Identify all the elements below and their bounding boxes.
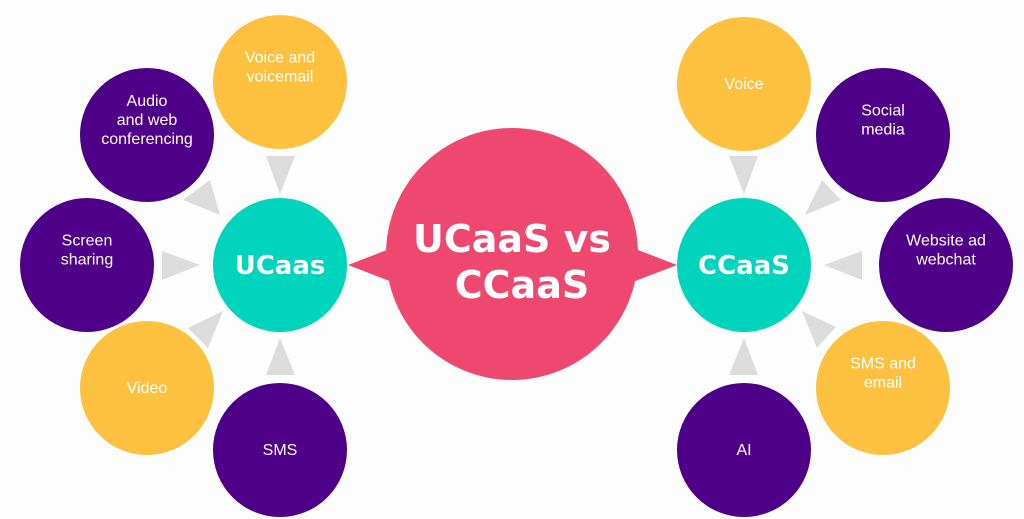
node-label: voicemail xyxy=(247,69,314,86)
node-circle xyxy=(816,68,950,202)
node-circle xyxy=(677,383,811,517)
node-label: SMS xyxy=(263,442,298,459)
right-node: AI xyxy=(677,383,811,517)
node-circle xyxy=(879,198,1013,332)
left-arrow-icon xyxy=(162,251,200,280)
left-arrow-icon xyxy=(183,180,220,215)
node-label: conferencing xyxy=(101,131,193,148)
node-label: Voice and xyxy=(245,50,315,67)
node-label: Voice xyxy=(724,76,763,93)
left-arrow-icon xyxy=(266,338,295,375)
right-node: Voice xyxy=(677,17,811,151)
pointer-right xyxy=(625,245,677,285)
right-arrow-icon xyxy=(802,311,836,348)
right-arrow-icon xyxy=(824,251,862,280)
node-label: Website ad xyxy=(906,233,986,250)
right-arrow-icon xyxy=(805,180,841,215)
node-circle xyxy=(20,198,154,332)
center-title-bubble: UCaaS vs CCaaS xyxy=(348,128,677,380)
right-node: Social media xyxy=(816,68,950,202)
left-arrow-icon xyxy=(188,311,223,348)
node-label: Audio xyxy=(127,93,168,110)
right-node: Website ad webchat xyxy=(879,198,1013,332)
node-circle xyxy=(80,321,214,455)
node-circle xyxy=(816,321,950,455)
node-label: sharing xyxy=(61,252,113,269)
node-label: and web xyxy=(117,112,178,129)
ccaas-hub: CCaaS xyxy=(677,198,811,332)
title-line-2: CCaaS xyxy=(455,263,589,307)
ucaas-hub: UCaas xyxy=(213,198,347,332)
ccaas-hub-label: CCaaS xyxy=(698,251,790,281)
node-label: webchat xyxy=(915,252,976,269)
node-circle xyxy=(213,383,347,517)
node-circle xyxy=(677,17,811,151)
node-label: Video xyxy=(127,380,168,397)
right-node: SMS and email xyxy=(816,321,950,455)
ucaas-hub-label: UCaas xyxy=(235,251,326,281)
node-label: Social xyxy=(861,103,905,120)
node-label: media xyxy=(861,122,905,139)
node-label: Screen xyxy=(62,233,113,250)
node-circle xyxy=(80,68,214,202)
left-arrow-icon xyxy=(266,156,295,194)
left-node: Voice and voicemail xyxy=(213,15,347,149)
right-arrow-icon xyxy=(729,156,758,194)
node-label: email xyxy=(864,375,902,392)
left-node: Video xyxy=(80,321,214,455)
node-label: AI xyxy=(736,442,751,459)
left-node: Audio and web conferencing xyxy=(80,68,214,202)
left-node: Screen sharing xyxy=(20,198,154,332)
node-label: SMS and xyxy=(850,356,916,373)
left-node: SMS xyxy=(213,383,347,517)
right-arrow-icon xyxy=(729,338,758,375)
title-circle xyxy=(386,128,638,380)
node-circle xyxy=(213,15,347,149)
title-line-1: UCaaS vs xyxy=(413,217,611,261)
